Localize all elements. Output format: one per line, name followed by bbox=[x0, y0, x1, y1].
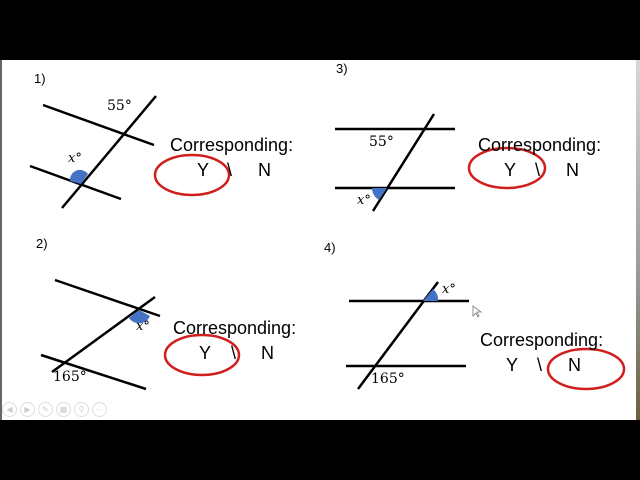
answer-circle-4 bbox=[546, 347, 626, 391]
diagrams bbox=[29, 95, 626, 391]
corresponding-label: Corresponding: bbox=[173, 318, 297, 338]
given-angle: 165° bbox=[53, 369, 87, 385]
slide: 1) 55° x° Corresponding: Y \ N 3) 55° x°… bbox=[0, 60, 638, 420]
answer-circle-2 bbox=[163, 333, 241, 377]
unknown-angle: x° bbox=[442, 282, 456, 297]
angle-x-marker bbox=[372, 188, 387, 200]
given-angle: 55° bbox=[107, 98, 132, 114]
next-slide-icon[interactable]: ▶ bbox=[20, 402, 35, 417]
unknown-angle: x° bbox=[136, 319, 150, 334]
problem-number: 1) bbox=[34, 71, 46, 86]
unknown-angle: x° bbox=[357, 193, 371, 208]
no-option: N bbox=[261, 343, 274, 363]
angle-x-marker bbox=[69, 169, 88, 184]
separator: \ bbox=[537, 355, 543, 375]
separator: \ bbox=[227, 160, 233, 180]
diagram-1 bbox=[29, 95, 157, 209]
slideshow-controls: ◀ ▶ ✎ ▦ ⚲ ⋯ bbox=[2, 402, 107, 417]
corresponding-label: Corresponding: bbox=[478, 135, 602, 155]
yes-option: Y bbox=[199, 343, 212, 363]
answer-circle-3 bbox=[467, 146, 547, 190]
zoom-icon[interactable]: ⚲ bbox=[74, 402, 89, 417]
background-window-edge bbox=[636, 60, 640, 420]
given-angle: 55° bbox=[369, 134, 394, 150]
corresponding-label: Corresponding: bbox=[170, 135, 294, 155]
yes-option: Y bbox=[197, 160, 210, 180]
given-angle: 165° bbox=[371, 371, 405, 387]
unknown-angle: x° bbox=[68, 151, 82, 166]
no-option: N bbox=[566, 160, 579, 180]
angle-x-marker bbox=[129, 310, 150, 324]
yes-option: Y bbox=[506, 355, 519, 375]
problem-number: 3) bbox=[336, 61, 348, 76]
diagram-2 bbox=[40, 278, 161, 391]
diagram-4 bbox=[346, 281, 469, 390]
separator: \ bbox=[535, 160, 541, 180]
yes-option: Y bbox=[504, 160, 517, 180]
corresponding-label: Corresponding: bbox=[480, 330, 604, 350]
problem-number: 2) bbox=[36, 236, 48, 251]
mouse-cursor-icon bbox=[472, 305, 483, 318]
problem-number: 4) bbox=[324, 240, 336, 255]
diagram-3 bbox=[335, 113, 455, 212]
more-options-icon[interactable]: ⋯ bbox=[92, 402, 107, 417]
answer-circle-1 bbox=[153, 153, 231, 197]
previous-slide-icon[interactable]: ◀ bbox=[2, 402, 17, 417]
separator: \ bbox=[231, 343, 237, 363]
no-option: N bbox=[258, 160, 271, 180]
slides-grid-icon[interactable]: ▦ bbox=[56, 402, 71, 417]
pen-icon[interactable]: ✎ bbox=[38, 402, 53, 417]
no-option: N bbox=[568, 355, 581, 375]
angle-x-marker bbox=[423, 289, 439, 301]
